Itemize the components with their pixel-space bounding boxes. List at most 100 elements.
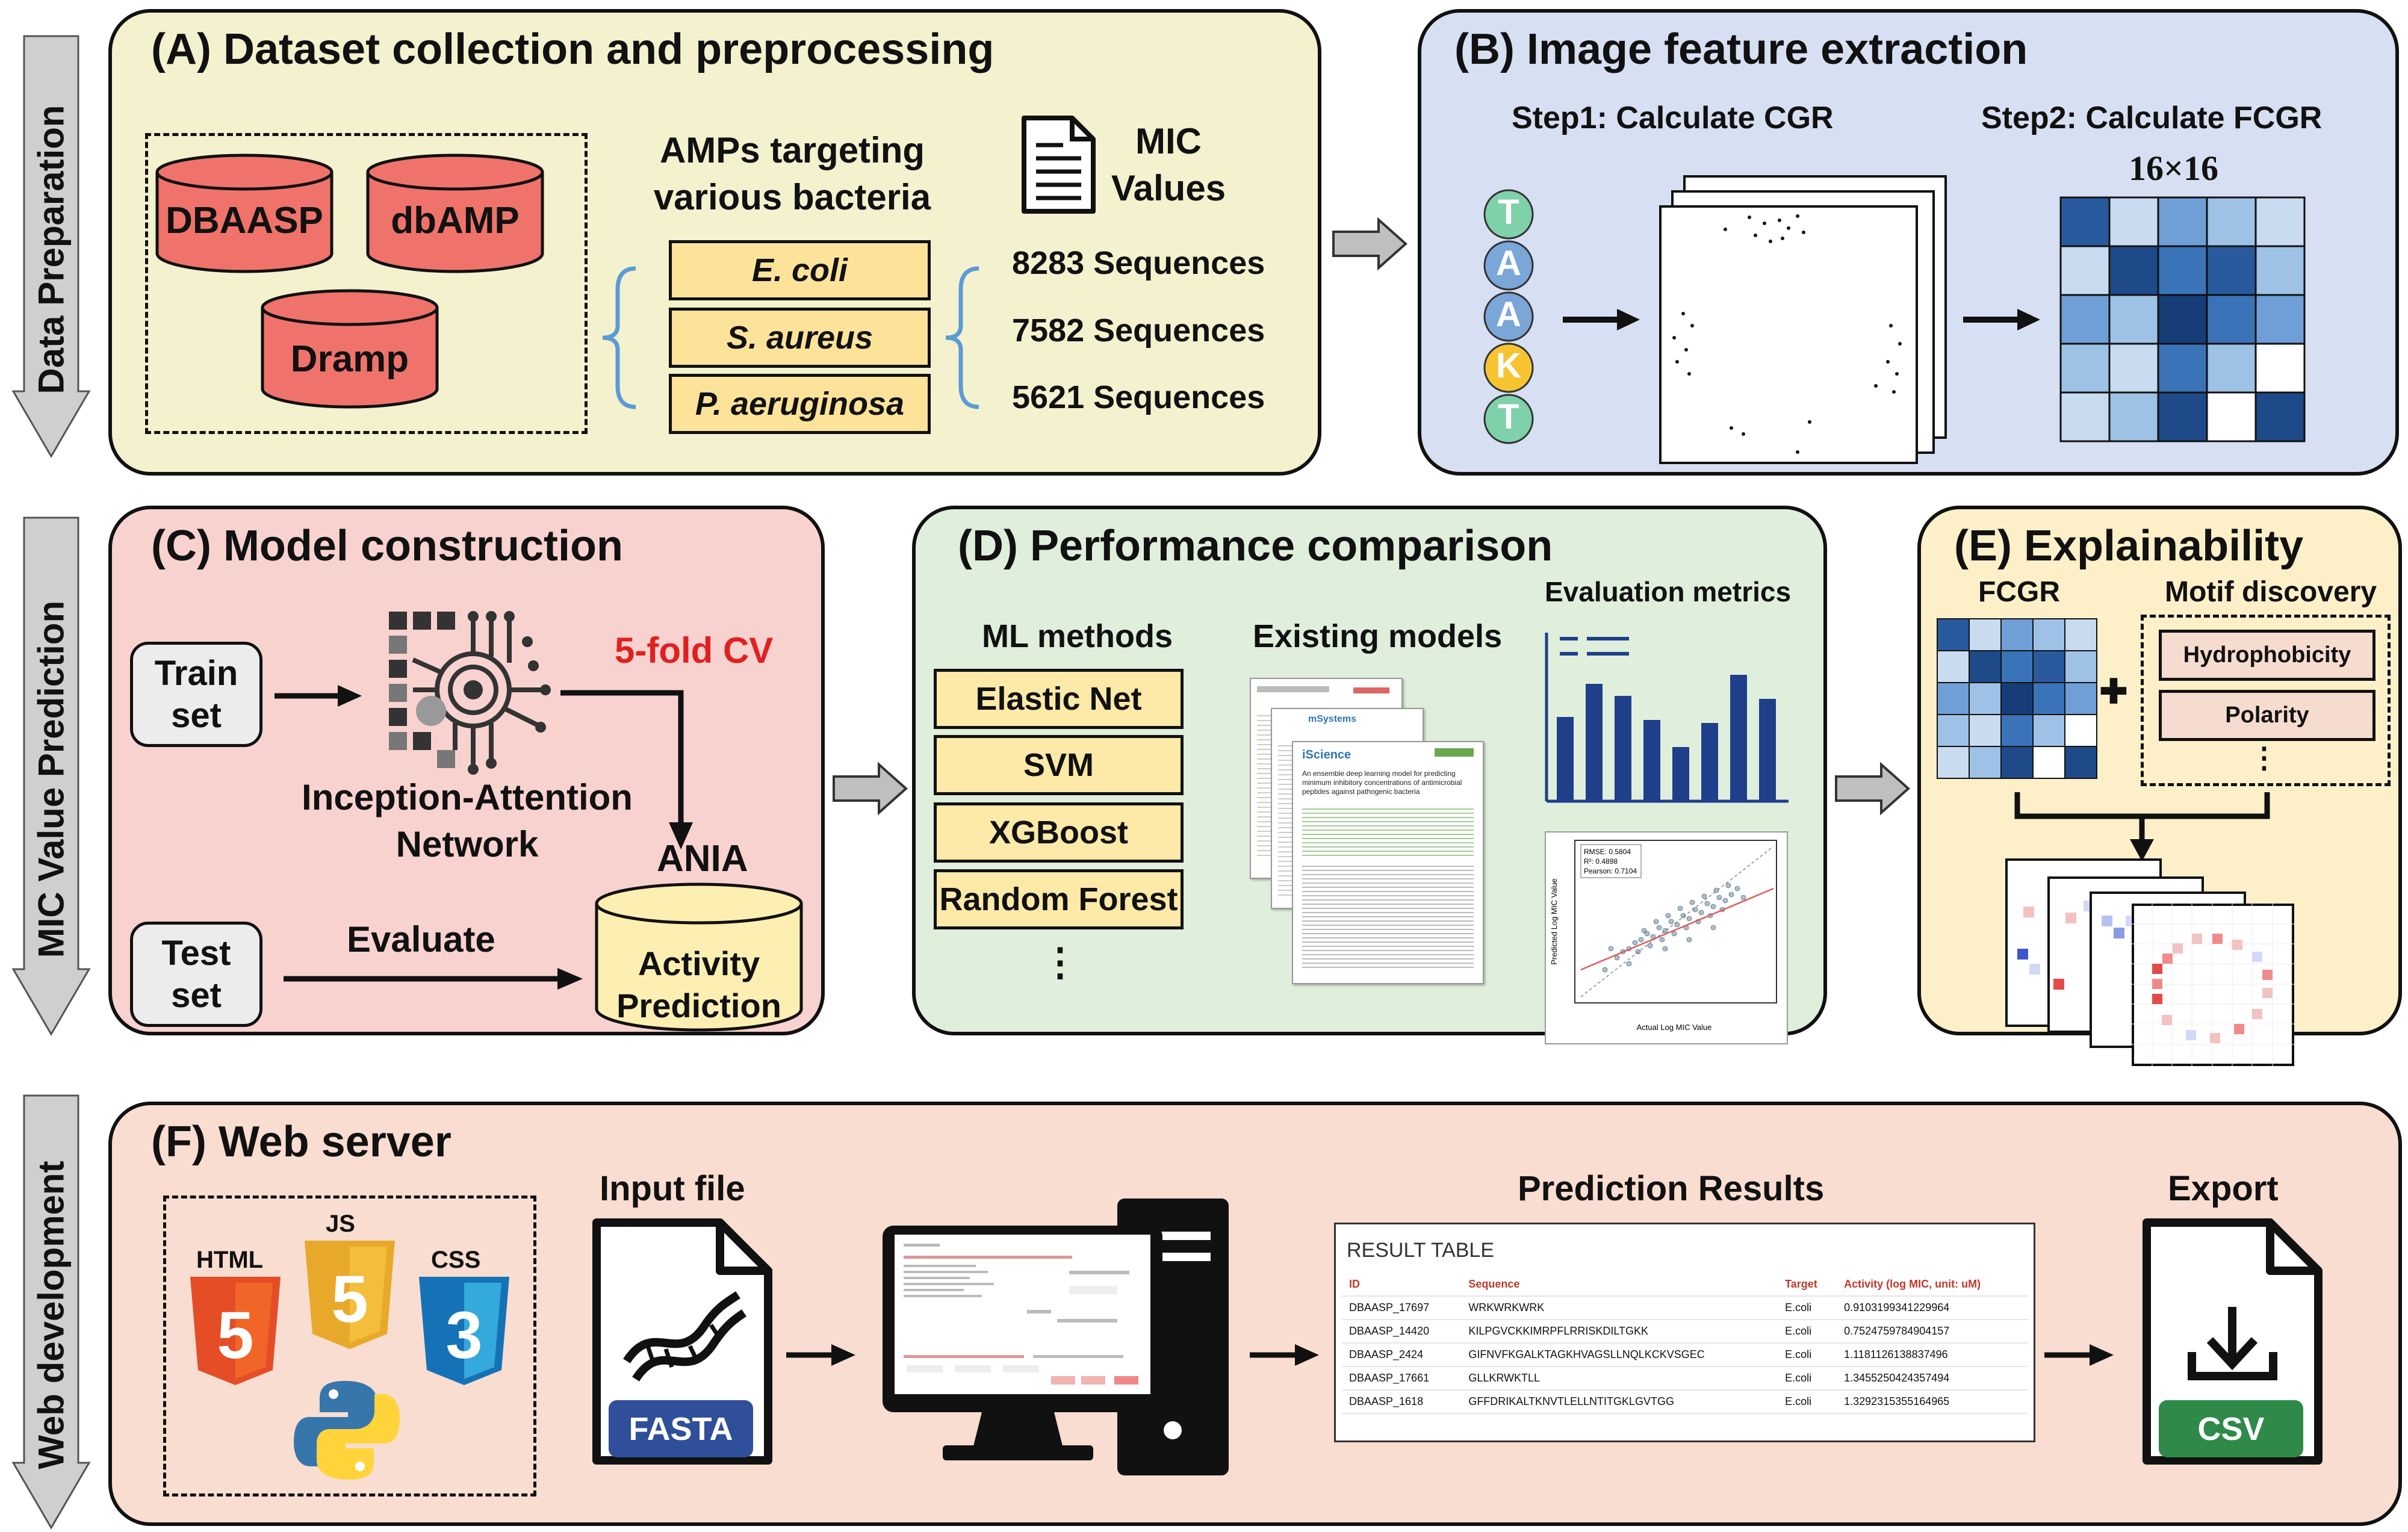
arrow-fasta-to-computer <box>786 1344 855 1366</box>
plus-icon: ✚ <box>2099 672 2128 710</box>
svg-text:3: 3 <box>445 1298 482 1372</box>
sequence-count-saureus: 7582 Sequences <box>1012 312 1265 349</box>
evaluation-metrics-heading: Evaluation metrics <box>1545 576 1792 607</box>
side-arrow-data-prep <box>11 35 91 458</box>
mic-heading: MIC Values <box>1111 121 1226 208</box>
computer-icon <box>883 1199 1229 1475</box>
bead-a1 <box>1483 240 1534 291</box>
result-cell: GLLKRWKTLL <box>1461 1366 1778 1391</box>
brace-left <box>602 266 636 409</box>
arrow-seq-to-cgr <box>1563 309 1640 330</box>
html5-icon: 5 <box>190 1277 281 1385</box>
merge-connector <box>2014 792 2270 861</box>
database-cylinder-dbaasp <box>155 154 334 273</box>
result-cell: GIFNVFKGALKTAGKHVAGSLLNQLKCKVSGEC <box>1461 1343 1778 1367</box>
side-arrow-web-dev <box>11 1094 91 1530</box>
model-name-label: ANIA <box>657 838 748 879</box>
saliency-map-4 <box>2132 904 2294 1066</box>
arrow-c-to-d <box>833 761 908 816</box>
panel-c-title: (C) Model construction <box>151 522 623 570</box>
bead-t2-label: T <box>1498 397 1519 436</box>
result-cell: 0.9103199341229964 <box>1837 1296 2028 1320</box>
panel-f: (F) Web server HTML 5 JS 5 CSS 3 Input f… <box>108 1102 2402 1526</box>
sequence-count-paeruginosa: 5621 Sequences <box>1012 379 1265 415</box>
bead-a2-label: A <box>1496 295 1521 334</box>
bead-a2 <box>1483 291 1534 342</box>
database-label-dramp: Dramp <box>290 338 409 380</box>
arrow-test-to-prediction <box>284 968 583 990</box>
test-set-box: Test set <box>130 922 262 1027</box>
activity-prediction-cylinder <box>595 882 803 1032</box>
network-label: Inception-Attention Network <box>302 777 633 864</box>
brace-right <box>945 266 979 409</box>
side-label-web-dev: Web development <box>31 1161 72 1469</box>
panel-b-title: (B) Image feature extraction <box>1454 25 2028 73</box>
scatter-ylabel: Predicted Log MIC Value <box>1550 878 1559 965</box>
cgr-image <box>1659 205 1918 464</box>
panel-c: (C) Model construction Train set Test se… <box>108 506 825 1035</box>
panel-a-title: (A) Dataset collection and preprocessing <box>151 25 995 73</box>
csv-badge: CSV <box>2159 1400 2303 1457</box>
motif-hydrophobicity: Hydrophobicity <box>2159 630 2375 681</box>
arrow-d-to-e <box>1835 761 1911 816</box>
ml-method-svm: SVM <box>934 735 1184 795</box>
side-label-mic-prediction: MIC Value Prediction <box>31 600 72 958</box>
paper-thumbnail-3: iScience An ensemble deep learning model… <box>1292 741 1484 984</box>
scatter-stat-rmse: RMSE: 0.5804 <box>1584 848 1631 856</box>
sequence-count-ecoli: 8283 Sequences <box>1012 245 1265 281</box>
amps-heading: AMPs targeting various bacteria <box>653 130 931 217</box>
grid-size-label: 16×16 <box>2129 149 2219 188</box>
arrow-a-to-b <box>1332 217 1408 271</box>
fcgr-mini-heatmap <box>1937 618 2097 779</box>
result-cell: DBAASP_17697 <box>1342 1296 1462 1320</box>
scatter-plot: RMSE: 0.5804 R²: 0.4898 Pearson: 0.7104 … <box>1550 840 1777 1032</box>
panel-d: (D) Performance comparison ML methods Ex… <box>912 506 1827 1044</box>
result-cell: DBAASP_17661 <box>1342 1366 1462 1391</box>
js-icon: 5 <box>305 1241 395 1349</box>
cv-label: 5-fold CV <box>615 630 774 671</box>
result-cell: KILPGVCKKIMRPFLRRISKDILTGKK <box>1461 1320 1778 1344</box>
panel-d-title: (D) Performance comparison <box>958 522 1553 570</box>
result-cell: E.coli <box>1778 1390 1837 1414</box>
database-label-dbamp: dbAMP <box>391 200 520 241</box>
bead-k-label: K <box>1496 346 1521 385</box>
side-arrow-mic-prediction <box>11 516 91 1036</box>
panel-b: (B) Image feature extraction Step1: Calc… <box>1418 9 2399 476</box>
motif-group <box>2141 615 2391 786</box>
motif-heading: Motif discovery <box>2165 576 2377 608</box>
arrow-train-to-network <box>275 685 362 707</box>
arrow-cgr-to-fcgr <box>1963 309 2040 330</box>
step1-label: Step1: Calculate CGR <box>1512 101 1834 135</box>
existing-models-heading: Existing models <box>1253 618 1503 654</box>
ml-method-xgboost: XGBoost <box>934 802 1184 863</box>
css3-icon: 3 <box>419 1277 509 1385</box>
result-col-header: Target <box>1778 1273 1837 1297</box>
fcgr-heatmap <box>2059 196 2306 442</box>
prediction-results-heading: Prediction Results <box>1518 1169 1825 1208</box>
result-cell: E.coli <box>1778 1366 1837 1391</box>
result-cell: DBAASP_1618 <box>1342 1390 1462 1414</box>
motif-polarity: Polarity <box>2159 690 2375 741</box>
step2-label: Step2: Calculate FCGR <box>1981 101 2323 135</box>
result-cell: DBAASP_14420 <box>1342 1320 1462 1344</box>
result-cell: E.coli <box>1778 1296 1837 1320</box>
result-cell: 1.3292315355164965 <box>1837 1390 2028 1414</box>
document-icon <box>1022 116 1096 214</box>
panel-f-title: (F) Web server <box>151 1118 452 1166</box>
arrow-results-to-export <box>2044 1344 2114 1366</box>
ml-method-elastic-net: Elastic Net <box>934 669 1184 729</box>
bead-t1-label: T <box>1498 193 1519 232</box>
metrics-bar-chart <box>1545 633 1789 803</box>
result-cell: DBAASP_2424 <box>1342 1343 1462 1367</box>
side-label-data-prep: Data Preparation <box>31 105 72 394</box>
panel-e-title: (E) Explainability <box>1954 522 2304 570</box>
motif-ellipsis: ⋮ <box>2250 742 2279 774</box>
export-heading: Export <box>2168 1169 2279 1208</box>
html-label: HTML <box>196 1247 264 1273</box>
